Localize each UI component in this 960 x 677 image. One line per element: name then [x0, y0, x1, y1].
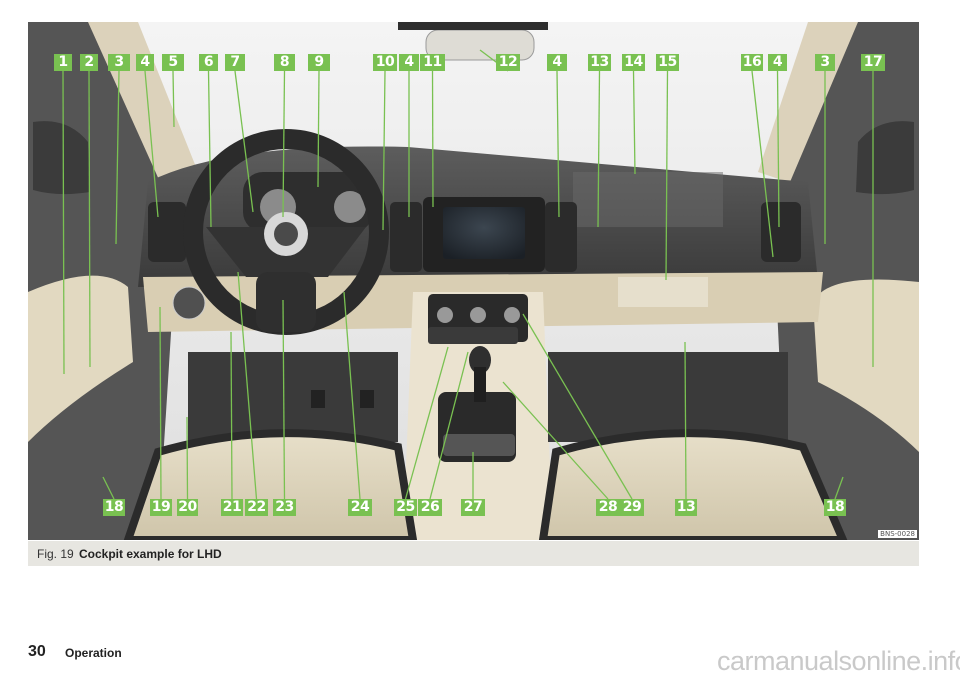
callout-label: 19 — [150, 499, 172, 516]
callout-leader-line — [102, 476, 115, 500]
callout-label: 8 — [274, 54, 295, 71]
callout-label: 4 — [136, 54, 154, 71]
figure-code: BNS-0028 — [878, 530, 917, 538]
vent-center-right — [545, 202, 577, 272]
callout-leader-line — [404, 346, 449, 500]
vent-left — [148, 202, 186, 262]
callout-label: 28 — [596, 499, 620, 516]
section-name: Operation — [65, 646, 122, 660]
callout-label: 14 — [622, 54, 645, 71]
callout-label: 21 — [221, 499, 243, 516]
callout-leader-line — [632, 70, 636, 175]
vent-right — [761, 202, 801, 262]
callout-label: 5 — [162, 54, 184, 71]
callout-label: 4 — [768, 54, 787, 71]
light-switch — [172, 286, 206, 320]
callout-leader-line — [597, 70, 601, 228]
callout-leader-line — [186, 416, 189, 500]
callout-label: 17 — [861, 54, 885, 71]
left-mirror — [33, 121, 90, 195]
infotainment-screen — [443, 207, 525, 259]
callout-leader-line — [834, 476, 844, 500]
callout-leader-line — [282, 299, 286, 500]
callout-leader-line — [144, 70, 159, 218]
callout-label: 27 — [461, 499, 485, 516]
callout-leader-line — [502, 381, 609, 500]
callout-label: 18 — [824, 499, 846, 516]
figure-number: Fig. 19 — [37, 547, 74, 561]
vent-center-left — [390, 202, 422, 272]
callout-label: 6 — [199, 54, 218, 71]
callout-label: 3 — [815, 54, 835, 71]
callout-label: 10 — [373, 54, 397, 71]
callout-leader-line — [159, 306, 162, 500]
callout-leader-line — [751, 70, 774, 258]
passenger-seat — [538, 429, 848, 540]
driver-seat — [123, 429, 418, 540]
callout-leader-line — [230, 331, 233, 500]
callout-label: 23 — [273, 499, 296, 516]
callout-leader-line — [88, 70, 91, 368]
callout-label: 20 — [177, 499, 198, 516]
callout-label: 22 — [245, 499, 268, 516]
callout-label: 13 — [675, 499, 697, 516]
callout-leader-line — [431, 70, 434, 208]
page-number: 30 — [28, 643, 46, 660]
callout-leader-line — [62, 70, 65, 375]
callout-leader-line — [172, 70, 175, 128]
callout-label: 4 — [399, 54, 419, 71]
callout-leader-line — [343, 291, 361, 500]
callout-leader-line — [207, 70, 212, 228]
callout-leader-line — [115, 70, 120, 245]
callout-label: 24 — [348, 499, 372, 516]
callout-leader-line — [556, 70, 560, 218]
callout-label: 29 — [620, 499, 644, 516]
callout-label: 2 — [80, 54, 98, 71]
callout-leader-line — [429, 351, 469, 500]
callout-leader-line — [237, 271, 258, 500]
callout-leader-line — [382, 70, 386, 231]
callout-label: 12 — [496, 54, 520, 71]
figure-caption: Fig. 19 Cockpit example for LHD — [28, 541, 919, 566]
callout-leader-line — [522, 313, 633, 500]
callout-label: 9 — [308, 54, 330, 71]
callout-label: 1 — [54, 54, 72, 71]
callout-leader-line — [317, 70, 320, 188]
watermark: carmanualsonline.info — [717, 646, 960, 676]
callout-leader-line — [776, 70, 780, 228]
callout-leader-line — [234, 70, 254, 213]
figure-title: Cockpit example for LHD — [79, 547, 222, 561]
callout-label: 15 — [656, 54, 679, 71]
callout-label: 16 — [741, 54, 763, 71]
cockpit-illustration — [28, 22, 919, 540]
callout-leader-line — [665, 70, 669, 281]
leader-lines — [62, 49, 874, 500]
callout-leader-line — [282, 70, 286, 218]
callout-label: 18 — [103, 499, 125, 516]
callout-label: 26 — [418, 499, 442, 516]
callout-label: 7 — [225, 54, 245, 71]
right-mirror — [856, 121, 914, 195]
callout-label: 4 — [547, 54, 567, 71]
callout-label: 3 — [108, 54, 130, 71]
callout-label: 11 — [420, 54, 445, 71]
callout-label: 25 — [394, 499, 417, 516]
callout-leader-line — [684, 341, 687, 500]
callout-label: 13 — [588, 54, 611, 71]
